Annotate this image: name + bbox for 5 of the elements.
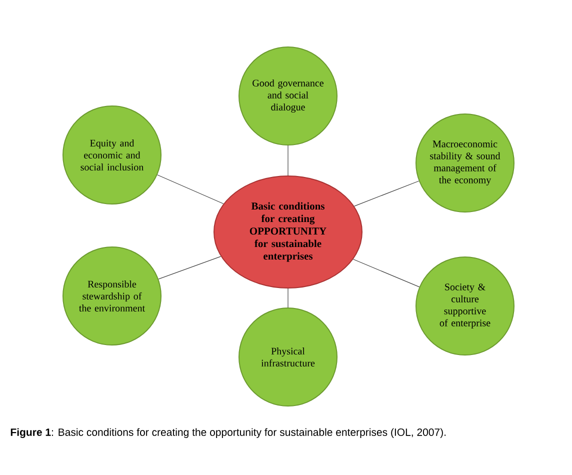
connector-line bbox=[158, 256, 222, 280]
connector-line bbox=[157, 174, 224, 204]
figure-caption: Figure 1: Basic conditions for creating the opportunity for sustainable enterprises (IOL, 2007). bbox=[10, 428, 446, 438]
connector-line bbox=[354, 180, 420, 206]
connector-line bbox=[352, 258, 420, 288]
